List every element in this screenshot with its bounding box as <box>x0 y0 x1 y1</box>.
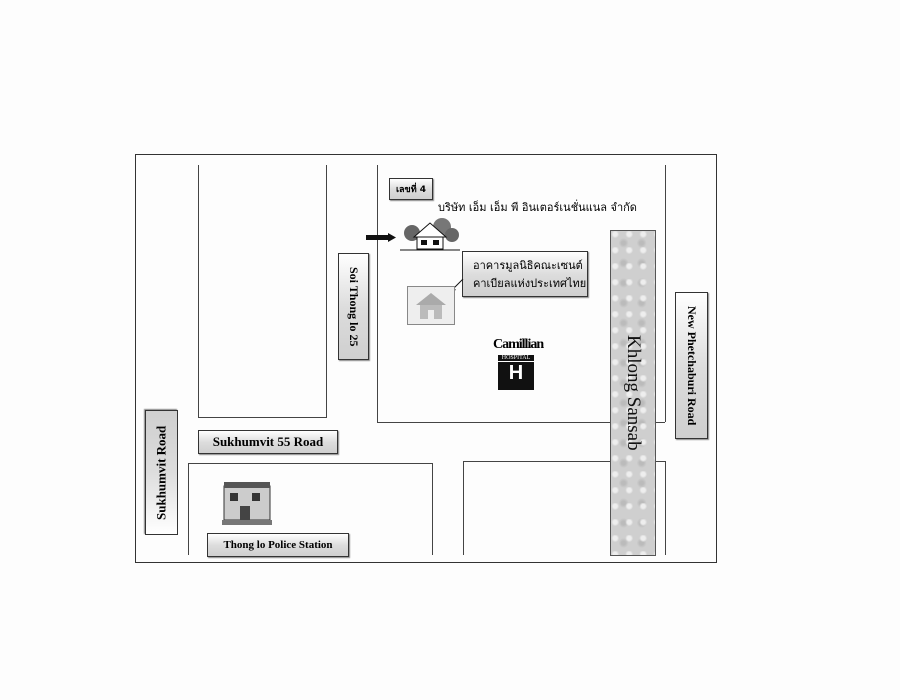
hospital-name: Camillian <box>493 337 544 352</box>
block-line <box>188 463 189 555</box>
block-line <box>665 165 666 422</box>
khlong-sansab-canal: Khlong Sansab <box>610 230 656 556</box>
hospital-sub: HOSPITAL <box>498 355 534 362</box>
sukhumvit-55-road-label: Sukhumvit 55 Road <box>198 430 338 454</box>
company-house-icon <box>400 215 465 253</box>
house-number-label: เลขที่ 4 <box>389 178 433 200</box>
block-line <box>198 165 199 417</box>
hospital-icon: HOSPITAL H <box>498 355 534 390</box>
block-line <box>326 165 327 417</box>
block-line <box>188 463 432 464</box>
hospital-letter: H <box>508 362 524 384</box>
block-line <box>432 463 433 555</box>
block-line <box>463 461 665 462</box>
block-line <box>198 417 327 418</box>
map-frame <box>135 154 717 563</box>
block-line <box>463 461 464 555</box>
new-phetchaburi-road-label: New Phetchaburi Road <box>675 292 708 439</box>
khlong-label: Khlong Sansab <box>623 335 644 451</box>
sukhumvit-road-label: Sukhumvit Road <box>145 410 178 535</box>
arrow-right-icon <box>366 229 396 242</box>
foundation-label: อาคารมูลนิธิคณะเซนต์ คาเบียลแห่งประเทศไท… <box>462 251 588 297</box>
foundation-line1: อาคารมูลนิธิคณะเซนต์ <box>473 259 583 272</box>
police-station-icon <box>222 478 272 527</box>
block-line <box>377 422 665 423</box>
company-label: บริษัท เอ็ม เอ็ม พี อินเตอร์เนชั่นแนล จำ… <box>438 201 637 214</box>
block-line <box>377 165 378 422</box>
block-line <box>665 461 666 555</box>
police-station-label: Thong lo Police Station <box>207 533 349 557</box>
foundation-building-icon <box>407 286 455 325</box>
soi-thong-lo-25-label: Soi Thong lo 25 <box>338 253 369 360</box>
foundation-line2: คาเบียลแห่งประเทศไทย <box>473 277 587 290</box>
